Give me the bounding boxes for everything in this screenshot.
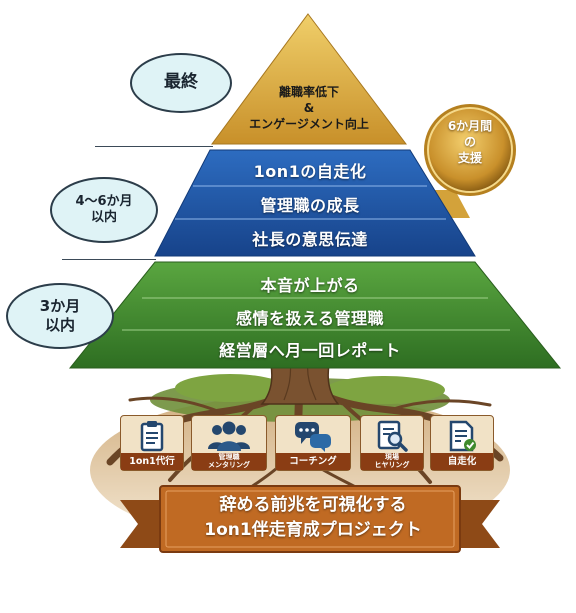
method-label-line2: ヒヤリング <box>374 460 410 469</box>
apex-tier <box>211 13 408 145</box>
project-banner-line2: 1on1伴走育成プロジェクト <box>204 519 422 540</box>
stage-divider-top <box>95 146 213 147</box>
stage-final-bubble: 最終 <box>130 53 232 113</box>
stage-early-line1: 3か月 <box>39 297 81 316</box>
support-badge-text: 6か月間 の 支援 <box>425 118 515 167</box>
method-label: 現場 ヒヤリング <box>361 453 423 470</box>
stage-early-line2: 以内 <box>44 316 75 334</box>
apex-line-1: 離職率低下 <box>278 85 339 99</box>
stage-divider-middle <box>62 259 156 260</box>
method-coaching: コーチング <box>275 415 351 471</box>
project-banner-line1: 辞める前兆を可視化する <box>219 495 407 515</box>
method-label-line2: メンタリング <box>208 460 250 469</box>
middle-tier-item: 管理職の成長 <box>260 196 360 215</box>
project-ribbon <box>120 485 500 553</box>
project-banner-text: 辞める前兆を可視化する 1on1伴走育成プロジェクト <box>168 493 458 542</box>
clipboard-icon <box>121 419 183 453</box>
support-badge-line2: の <box>463 135 476 150</box>
middle-tier-item: 社長の意思伝達 <box>252 230 368 249</box>
stage-mid-bubble: 4〜6か月 以内 <box>50 177 158 243</box>
method-field-hearing: 現場 ヒヤリング <box>360 415 424 471</box>
stage-early-bubble: 3か月 以内 <box>6 283 114 349</box>
base-tier-item: 本音が上がる <box>260 276 360 295</box>
stage-final-label: 最終 <box>164 72 198 93</box>
apex-goal-text: 離職率低下 & エンゲージメント向上 <box>214 84 404 133</box>
magnifier-document-icon <box>361 419 423 453</box>
support-medal <box>424 104 516 196</box>
method-label: 自走化 <box>431 453 493 470</box>
support-badge-line3: 支援 <box>457 151 482 166</box>
base-tier-item: 感情を扱える管理職 <box>235 309 385 328</box>
document-check-icon <box>431 419 493 453</box>
apex-line-3: エンゲージメント向上 <box>249 117 369 132</box>
team-icon <box>192 419 266 453</box>
method-label-line1: 現場 <box>385 453 399 462</box>
apex-line-2: & <box>303 101 315 116</box>
support-badge-line1: 6か月間 <box>447 119 493 133</box>
method-label: 1on1代行 <box>121 453 183 470</box>
method-label-line1: 管理職 <box>218 453 240 462</box>
middle-tier <box>154 149 476 257</box>
method-1on1-proxy: 1on1代行 <box>120 415 184 471</box>
stage-mid-line2: 以内 <box>90 210 117 225</box>
method-label: コーチング <box>276 453 350 470</box>
chat-bubbles-icon <box>276 419 350 453</box>
stage-mid-line1: 4〜6か月 <box>75 193 133 209</box>
method-label: 管理職 メンタリング <box>192 453 266 470</box>
base-tier-item: 経営層へ月一回レポート <box>219 341 401 360</box>
method-manager-mentoring: 管理職 メンタリング <box>191 415 267 471</box>
middle-tier-item: 1on1の自走化 <box>253 162 367 181</box>
method-self-driving: 自走化 <box>430 415 494 471</box>
